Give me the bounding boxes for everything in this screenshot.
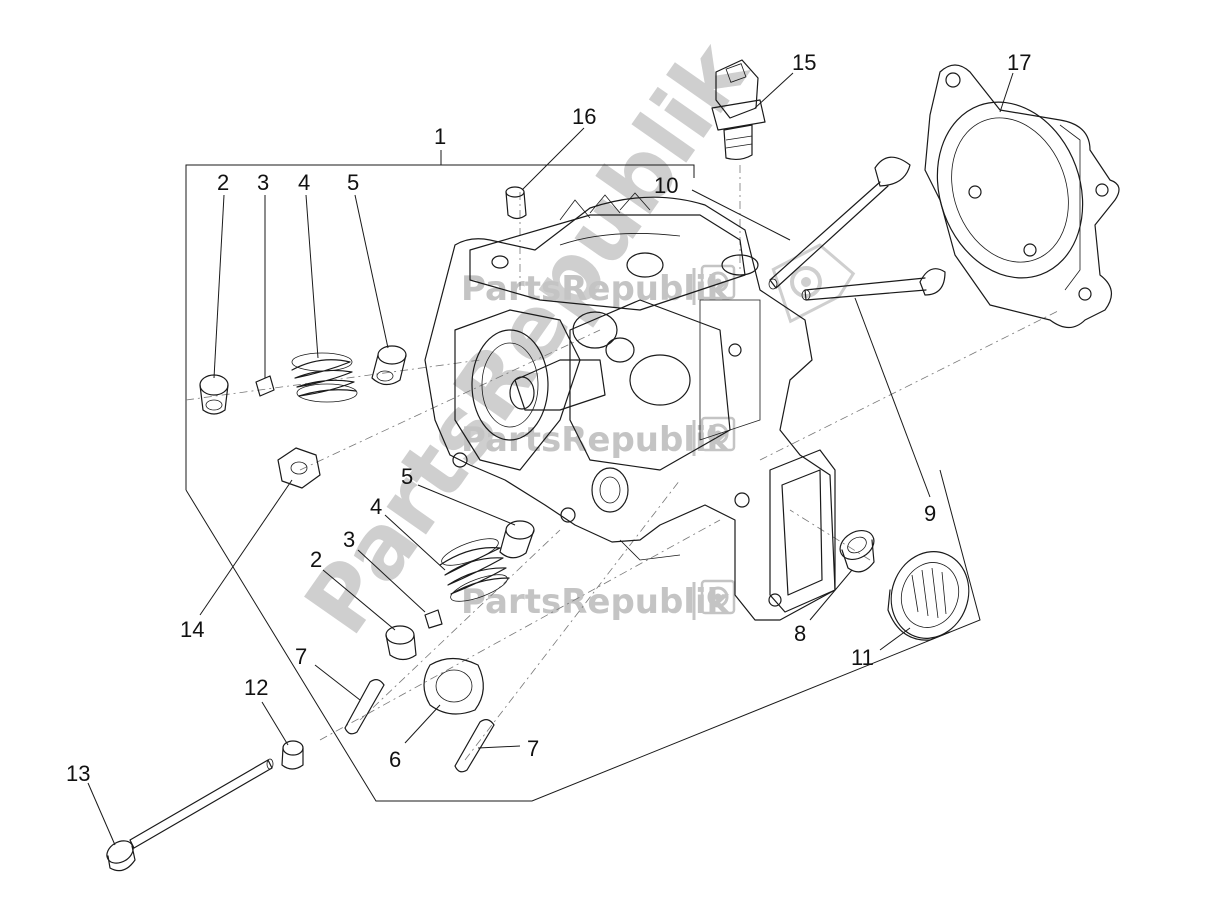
- watermark-middle-text: PartsRepublik: [461, 420, 731, 460]
- callout-4-lower: 4: [370, 494, 382, 519]
- callout-16: 16: [572, 104, 596, 129]
- gear-icon: [700, 579, 736, 615]
- callout-14: 14: [180, 617, 204, 642]
- leader-lines: [87, 72, 1014, 846]
- callout-2-lower: 2: [310, 547, 322, 572]
- callout-11: 11: [851, 645, 874, 670]
- callout-6: 6: [389, 747, 401, 772]
- callout-7-left: 7: [295, 644, 307, 669]
- callout-2-upper: 2: [217, 170, 229, 195]
- callout-10: 10: [654, 173, 678, 198]
- needle-bearing-large: [887, 551, 970, 641]
- valve-spring-upper: [291, 352, 358, 403]
- sealing-ring: [423, 657, 484, 715]
- watermark-diagonal: PartsRepublik: [285, 22, 769, 652]
- assembly-bracket: [185, 150, 981, 802]
- intake-valve: [768, 156, 911, 290]
- callout-5-lower: 5: [401, 464, 413, 489]
- watermark-bottom: PartsRepublik: [461, 579, 736, 622]
- callout-labels: 1 2 3 4 5 16 15 17 10 9 14 5 4 3 2 8 11 …: [66, 50, 1031, 786]
- callout-3-lower: 3: [343, 527, 355, 552]
- dowel-pin-top: [505, 186, 527, 220]
- callout-9: 9: [924, 501, 936, 526]
- callout-7-right: 7: [527, 736, 539, 761]
- watermark-top-text: PartsRepublik: [461, 269, 731, 309]
- dowel-pin-left: [344, 679, 385, 735]
- valve-spring-lower: [439, 538, 510, 602]
- needle-bearing-small: [839, 529, 875, 573]
- spring-retainer-lower: [385, 625, 417, 661]
- valve-stem-seal-lower: [499, 520, 535, 559]
- long-stud-bolt: [106, 758, 274, 872]
- dowel-pin-right: [454, 719, 495, 773]
- callout-17: 17: [1007, 50, 1031, 75]
- valve-train-lower: [385, 520, 535, 661]
- callout-4-upper: 4: [298, 170, 310, 195]
- callout-3-upper: 3: [257, 170, 269, 195]
- assembly-axes: [185, 165, 1061, 761]
- exhaust-valve: [801, 268, 946, 301]
- watermark-top: PartsRepublik: [461, 264, 736, 309]
- callout-12: 12: [244, 675, 268, 700]
- valve-collet-lower: [424, 609, 443, 629]
- valve-collet-upper: [255, 375, 275, 397]
- callout-15: 15: [792, 50, 816, 75]
- watermark-gear-large: [771, 243, 856, 324]
- callout-1: 1: [434, 124, 446, 149]
- valve-train-upper: [199, 345, 407, 415]
- head-gasket: [924, 64, 1120, 329]
- cylinder-head: [424, 192, 836, 621]
- callout-5-upper: 5: [347, 170, 359, 195]
- valve-stem-seal-upper: [371, 345, 407, 386]
- flange-nut: [277, 447, 321, 489]
- callout-13: 13: [66, 761, 90, 786]
- spacer-bushing: [281, 740, 304, 770]
- callout-8: 8: [794, 621, 806, 646]
- watermark-bottom-text: PartsRepublik: [461, 582, 731, 622]
- temperature-sensor: [711, 59, 766, 161]
